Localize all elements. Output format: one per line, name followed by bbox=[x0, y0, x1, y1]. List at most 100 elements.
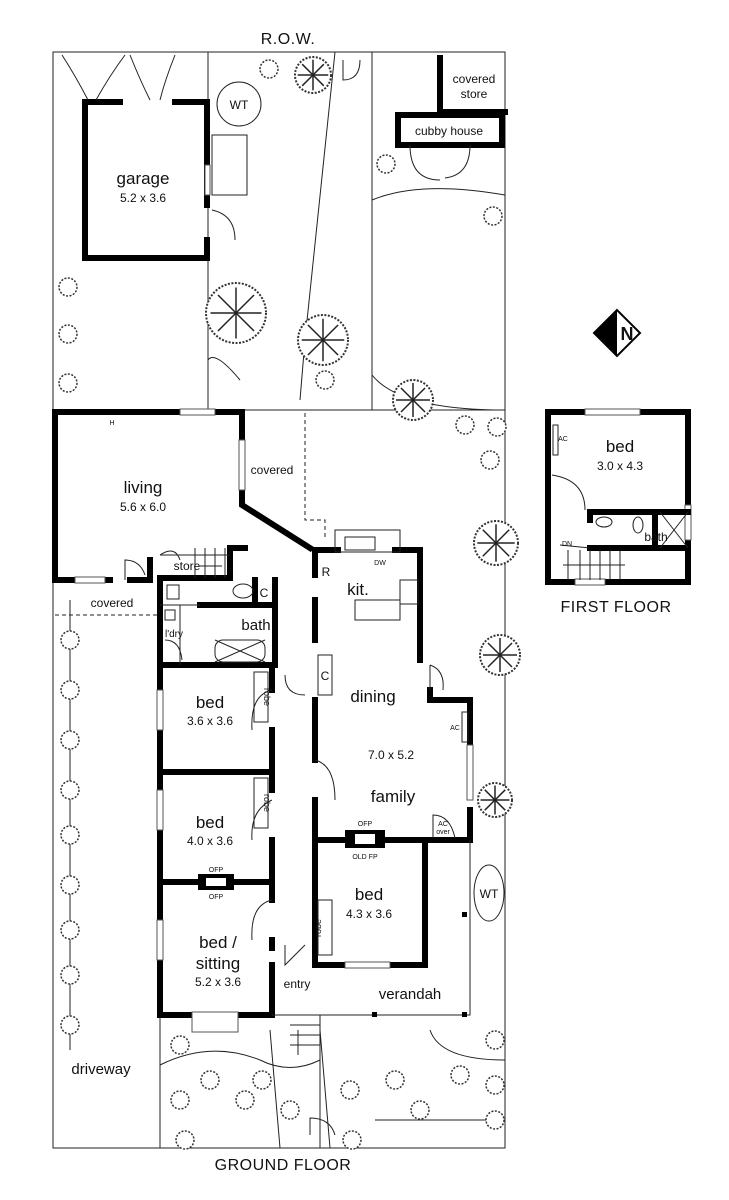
bed-sitting-size: 5.2 x 3.6 bbox=[195, 975, 241, 989]
bed2-ofp-top: OFP bbox=[209, 867, 224, 874]
lot-boundary bbox=[52, 51, 506, 1149]
entry-label: entry bbox=[284, 977, 311, 991]
ff-bath-label: bath bbox=[644, 530, 667, 544]
bath-cupboard-label: C bbox=[260, 586, 269, 600]
tree-icon bbox=[479, 634, 521, 676]
laundry-label: l'dry bbox=[165, 629, 183, 640]
bed-sitting-label-1: bed / bbox=[199, 933, 237, 952]
shrub-icon bbox=[483, 206, 503, 226]
heater-label: H bbox=[109, 420, 114, 427]
bed-sitting-label-2: sitting bbox=[196, 954, 240, 973]
shrub-icon bbox=[58, 277, 78, 297]
shrub-icon bbox=[60, 875, 80, 895]
garage-label: garage bbox=[117, 169, 170, 188]
tree-icon bbox=[477, 782, 513, 818]
shrub-icon bbox=[315, 370, 335, 390]
tree-icon bbox=[473, 520, 519, 566]
shrub-icon bbox=[60, 730, 80, 750]
first-floor-title: FIRST FLOOR bbox=[561, 599, 672, 616]
shrub-icon bbox=[410, 1100, 430, 1120]
tree-icon bbox=[297, 314, 349, 366]
shrub-icon bbox=[235, 1090, 255, 1110]
shrub-icon bbox=[342, 1130, 362, 1150]
bed2-label: bed bbox=[196, 813, 224, 832]
shrub-icon bbox=[487, 417, 507, 437]
shrub-icon bbox=[340, 1080, 360, 1100]
cubby-house-label: cubby house bbox=[415, 124, 483, 138]
dishwasher-label: DW bbox=[374, 560, 386, 567]
trees bbox=[58, 56, 521, 1150]
bed1-size: 3.6 x 3.6 bbox=[187, 714, 233, 728]
shrub-icon bbox=[485, 1030, 505, 1050]
ff-bed-size: 3.0 x 4.3 bbox=[597, 459, 643, 473]
living-size: 5.6 x 6.0 bbox=[120, 500, 166, 514]
water-tank-rear-label: WT bbox=[230, 98, 249, 112]
fridge-label: R bbox=[322, 565, 331, 579]
ff-stairs-label: DN bbox=[562, 541, 572, 548]
bed1-robe-label: robe bbox=[262, 688, 272, 706]
family-label: family bbox=[371, 787, 416, 806]
shrub-icon bbox=[58, 373, 78, 393]
shrub-icon bbox=[252, 1070, 272, 1090]
shrub-icon bbox=[259, 59, 279, 79]
dining-label: dining bbox=[350, 687, 395, 706]
ff-ac-label: AC bbox=[558, 436, 568, 443]
shrub-icon bbox=[450, 1065, 470, 1085]
compass-north-label: N bbox=[621, 324, 634, 344]
shrub-icon bbox=[485, 1110, 505, 1130]
dining-family-size: 7.0 x 5.2 bbox=[368, 748, 414, 762]
front-bed-verandah bbox=[272, 840, 505, 1136]
bed3-label: bed bbox=[355, 885, 383, 904]
shrub-icon bbox=[60, 920, 80, 940]
bed1-label: bed bbox=[196, 693, 224, 712]
shrub-icon bbox=[480, 450, 500, 470]
tree-icon bbox=[205, 282, 267, 344]
shrub-icon bbox=[60, 780, 80, 800]
ofp-label: OFP bbox=[358, 821, 373, 828]
covered-rear-label: covered bbox=[251, 463, 294, 477]
ground-floor-title: GROUND FLOOR bbox=[215, 1157, 352, 1174]
covered-store-label-1: covered bbox=[453, 72, 496, 86]
shrub-icon bbox=[376, 154, 396, 174]
verandah-label: verandah bbox=[379, 986, 442, 1003]
bed3-size: 4.3 x 3.6 bbox=[346, 907, 392, 921]
kitchen-label: kit. bbox=[347, 580, 369, 599]
tree-icon bbox=[294, 56, 332, 94]
ac-label: AC bbox=[450, 725, 460, 732]
shrub-icon bbox=[200, 1070, 220, 1090]
tree-icon bbox=[392, 379, 434, 421]
covered-store-label-2: store bbox=[461, 87, 488, 101]
north-compass: N bbox=[592, 308, 642, 358]
shrub-icon bbox=[60, 630, 80, 650]
bed2-ofp-bottom: OFP bbox=[209, 894, 224, 901]
first-floor-plan bbox=[545, 408, 692, 586]
shrub-icon bbox=[175, 1130, 195, 1150]
dining-cupboard-label: C bbox=[321, 669, 330, 683]
row-label: R.O.W. bbox=[261, 31, 316, 48]
shrub-icon bbox=[60, 680, 80, 700]
covered-side-label: covered bbox=[91, 596, 134, 610]
bed2-robe-label: robe bbox=[262, 794, 272, 812]
garage bbox=[61, 54, 262, 261]
garage-size: 5.2 x 3.6 bbox=[120, 191, 166, 205]
shrub-icon bbox=[170, 1035, 190, 1055]
bath-laundry bbox=[157, 577, 278, 668]
ac-over-label-2: over bbox=[436, 829, 450, 836]
living-room bbox=[52, 408, 326, 616]
covered-store-cubby bbox=[342, 55, 508, 181]
shrub-icon bbox=[60, 1015, 80, 1035]
shrub-icon bbox=[170, 1090, 190, 1110]
shrub-icon bbox=[60, 825, 80, 845]
old-fp-label: OLD FP bbox=[352, 854, 378, 861]
driveway-label: driveway bbox=[71, 1061, 131, 1078]
ff-bed-label: bed bbox=[606, 437, 634, 456]
bath-label: bath bbox=[241, 617, 270, 634]
shrub-icon bbox=[455, 415, 475, 435]
shrub-icon bbox=[58, 324, 78, 344]
store-label: store bbox=[174, 559, 201, 573]
ac-over-label-1: AC bbox=[438, 821, 448, 828]
bed3-robe-label: robe bbox=[313, 919, 323, 937]
shrub-icon bbox=[280, 1100, 300, 1120]
water-tank-side-label: WT bbox=[480, 887, 499, 901]
